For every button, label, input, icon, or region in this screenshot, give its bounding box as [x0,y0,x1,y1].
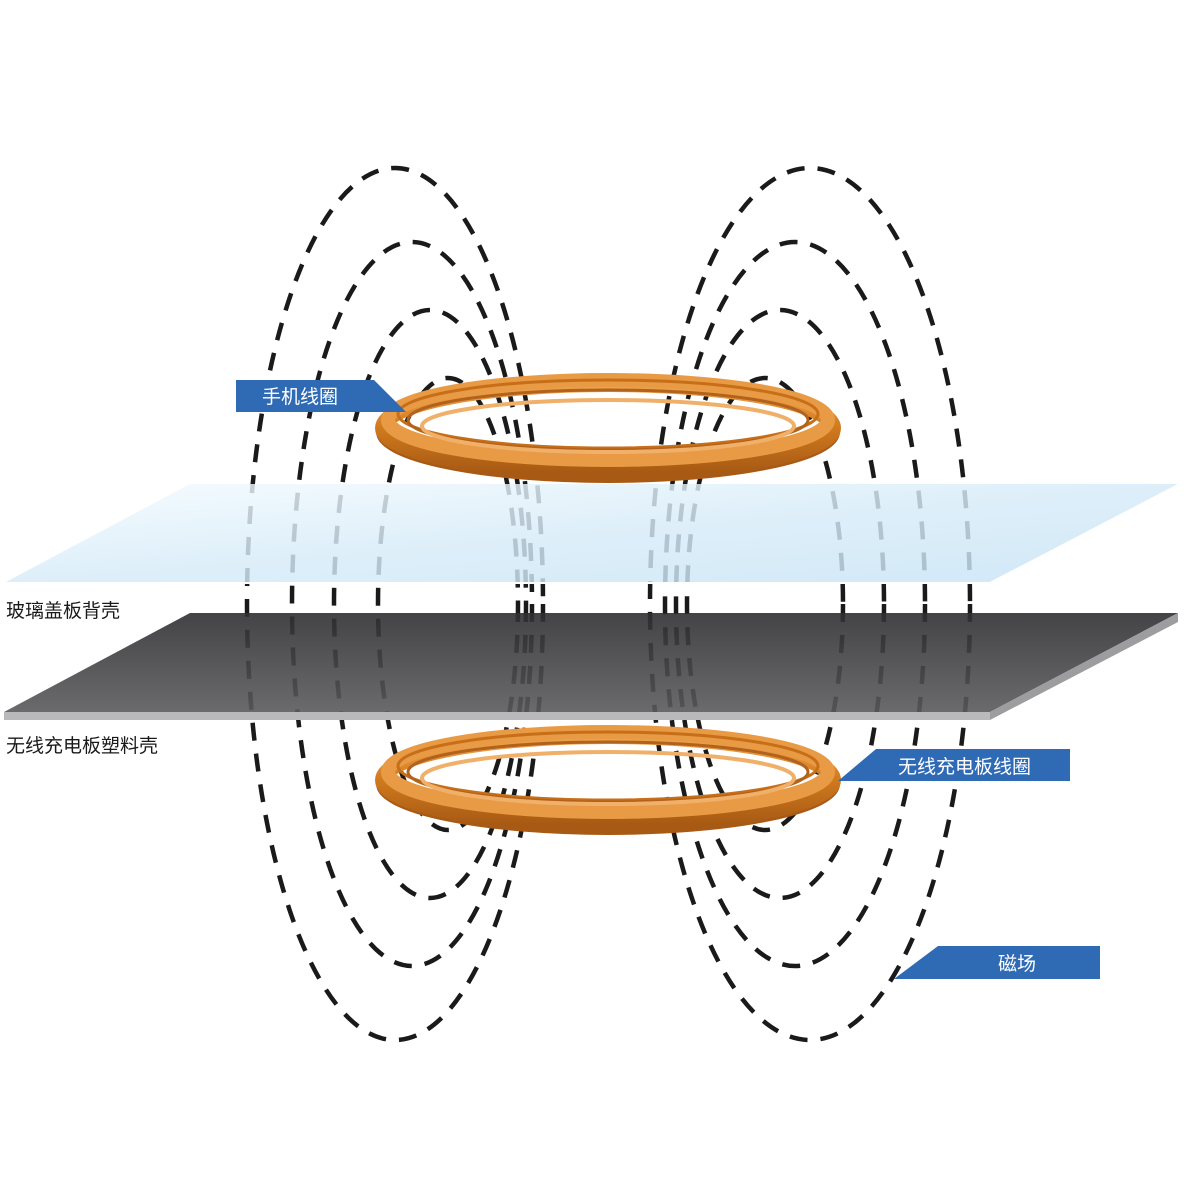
charger-coil-tag: 无线充电板线圈 [838,749,1070,781]
phone-coil [375,373,841,483]
magnetic-field-tag: 磁场 [894,946,1100,979]
field-line [673,307,887,901]
field-line [331,307,529,901]
phone-coil-label: 手机线圈 [262,386,338,408]
charger-plastic-shell [4,613,1178,720]
magnetic-field-label: 磁场 [998,953,1036,975]
glass-cover-plate [4,483,1181,584]
field-line [244,165,546,1043]
field-line [647,165,973,1043]
charger-coil [375,725,841,835]
charger-shell-label: 无线充电板塑料壳 [6,735,158,757]
glass-cover-label: 玻璃盖板背壳 [6,600,120,622]
field-line [375,375,521,833]
charger-coil-label: 无线充电板线圈 [898,756,1031,778]
field-line [662,239,928,969]
magnetic-field-lines [244,165,973,1043]
field-line [289,239,535,969]
phone-coil-tag: 手机线圈 [236,380,406,412]
field-line [684,375,846,833]
